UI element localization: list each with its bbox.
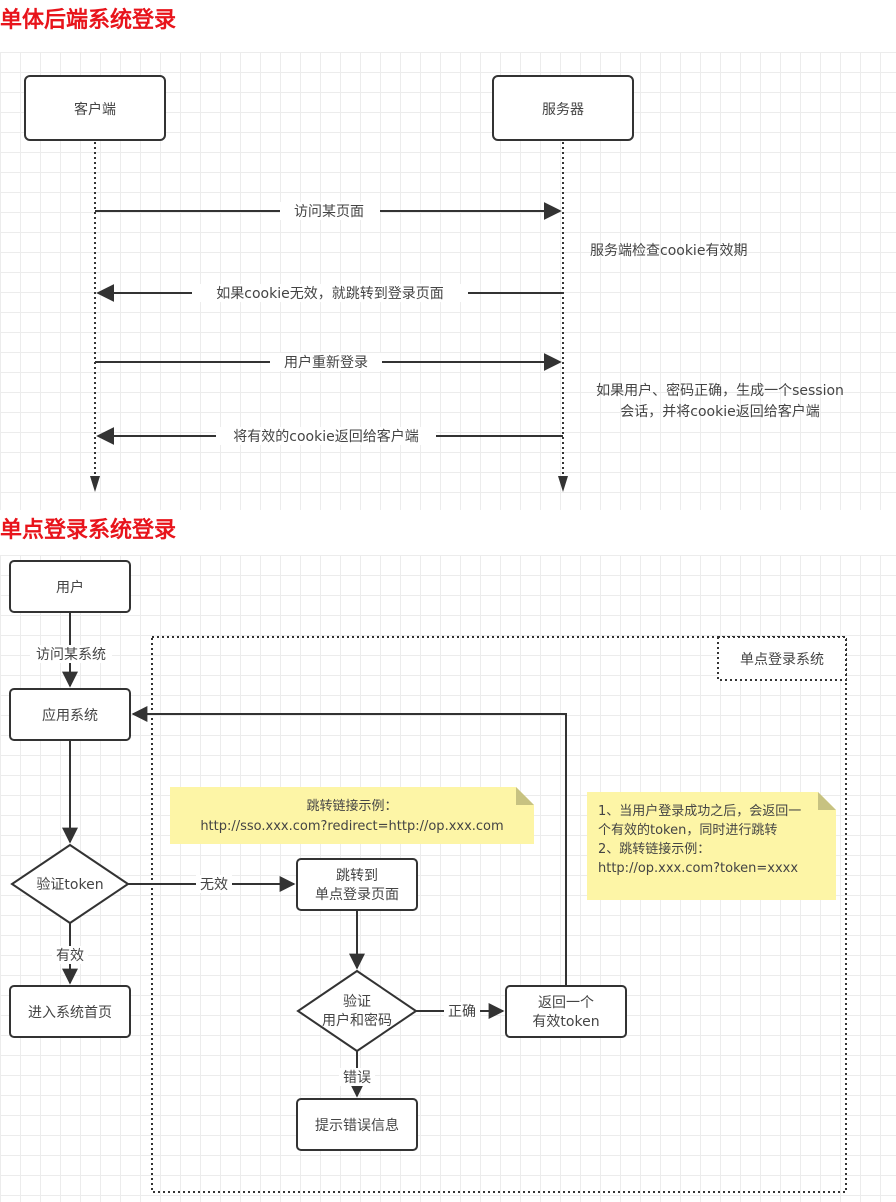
edge-return-to-app [131, 706, 567, 986]
node-redirect-sso-line1: 跳转到 [336, 868, 378, 884]
edge-visit-label: 访问某系统 [36, 647, 106, 663]
node-verify-token-label: 验证token [36, 877, 103, 893]
node-return-token-line2: 有效token [532, 1014, 599, 1030]
edge-valid-label: 有效 [56, 948, 84, 964]
actor-client-label: 客户端 [74, 101, 116, 118]
node-redirect-sso-line2: 单点登录页面 [315, 887, 399, 903]
note-token-line4: http://op.xxx.com?token=xxxx [598, 861, 798, 876]
message-label: 访问某页面 [294, 204, 364, 220]
actor-server: 服务器 [492, 75, 634, 141]
node-redirect-sso: 跳转到 单点登录页面 [296, 858, 418, 911]
note-redirect-example: 跳转链接示例： http://sso.xxx.com?redirect=http… [170, 787, 534, 844]
section-title-monolith: 单体后端系统登录 [0, 8, 177, 33]
edge-wrong-label: 错误 [343, 1070, 371, 1086]
actor-server-label: 服务器 [542, 102, 584, 118]
sequence-diagram-canvas [0, 52, 896, 510]
message-return-cookie: 将有效的cookie返回给客户端 [96, 427, 563, 445]
note-redirect-example-title: 跳转链接示例： [306, 798, 397, 814]
node-error-info: 提示错误信息 [296, 1098, 418, 1151]
node-return-token: 返回一个 有效token [505, 985, 627, 1038]
note-session-line1: 如果用户、密码正确，生成一个session [596, 382, 844, 399]
note-token-example: 1、当用户登录成功之后，会返回一 个有效的token，同时进行跳转 2、跳转链接… [587, 792, 836, 900]
node-user: 用户 [9, 560, 131, 613]
note-token-line3: 2、跳转链接示例： [598, 841, 710, 857]
node-app-system: 应用系统 [9, 688, 131, 741]
node-return-token-line1: 返回一个 [538, 995, 594, 1011]
node-enter-home-label: 进入系统首页 [28, 1005, 112, 1021]
lifeline-client-end-arrow [90, 476, 100, 492]
note-token-line1: 1、当用户登录成功之后，会返回一 [598, 803, 801, 819]
node-verify-credentials-line2: 用户和密码 [322, 1012, 392, 1029]
message-label: 将有效的cookie返回给客户端 [233, 428, 418, 445]
message-relogin: 用户重新登录 [95, 353, 562, 371]
node-verify-credentials: 验证 用户和密码 [296, 969, 418, 1053]
note-check-cookie: 服务端检查cookie有效期 [590, 243, 747, 259]
actor-client: 客户端 [24, 75, 166, 141]
sso-boundary [151, 636, 847, 1193]
note-token-line2: 个有效的token，同时进行跳转 [598, 822, 777, 838]
node-verify-credentials-line1: 验证 [343, 994, 371, 1010]
section-title-sso: 单点登录系统登录 [0, 518, 177, 543]
node-error-info-label: 提示错误信息 [315, 1117, 399, 1134]
message-label: 用户重新登录 [284, 354, 368, 371]
edge-invalid-label: 无效 [200, 877, 228, 893]
node-enter-home: 进入系统首页 [9, 985, 131, 1038]
sso-boundary-label-box: 单点登录系统 [717, 636, 847, 681]
lifeline-server-end-arrow [558, 476, 568, 492]
node-verify-token: 验证token [10, 843, 130, 925]
message-cookie-invalid: 如果cookie无效，就跳转到登录页面 [96, 284, 563, 302]
message-label: 如果cookie无效，就跳转到登录页面 [216, 286, 443, 302]
message-visit-page: 访问某页面 [95, 202, 562, 220]
note-session-line2: 会话，并将cookie返回给客户端 [620, 403, 819, 420]
note-redirect-example-url: http://sso.xxx.com?redirect=http://op.xx… [200, 819, 503, 834]
node-app-system-label: 应用系统 [42, 707, 98, 724]
node-user-label: 用户 [56, 579, 84, 596]
edge-correct-label: 正确 [448, 1004, 476, 1020]
sso-boundary-label: 单点登录系统 [740, 652, 824, 668]
